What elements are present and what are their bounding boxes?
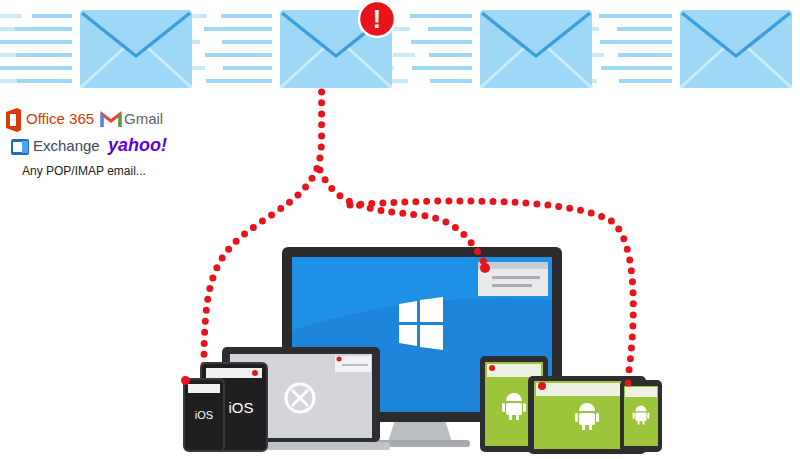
alert-dot xyxy=(252,370,258,376)
os-name: iOS xyxy=(228,399,253,416)
alert-mark: ! xyxy=(359,4,395,34)
provider-name: Gmail xyxy=(124,111,163,128)
alert-envelope: ! xyxy=(272,0,396,92)
os-name: iOS xyxy=(195,409,213,421)
provider-name: Exchange xyxy=(33,138,100,155)
envelope xyxy=(480,10,592,88)
office-logo xyxy=(6,108,21,132)
alert-dot xyxy=(181,376,190,385)
ios-phone: iOS xyxy=(183,378,225,452)
exchange-logo xyxy=(11,139,29,155)
alert-dots xyxy=(320,170,633,378)
envelope xyxy=(80,10,192,88)
android-phone xyxy=(620,380,662,453)
provider-name: Office 365 xyxy=(26,111,94,128)
envelope xyxy=(680,10,792,88)
notification xyxy=(188,384,220,393)
alert-connector xyxy=(204,92,322,378)
gmail-logo xyxy=(102,114,120,127)
note: Any POP/IMAP email... xyxy=(22,165,146,178)
provider-name: yahoo! xyxy=(108,136,167,156)
